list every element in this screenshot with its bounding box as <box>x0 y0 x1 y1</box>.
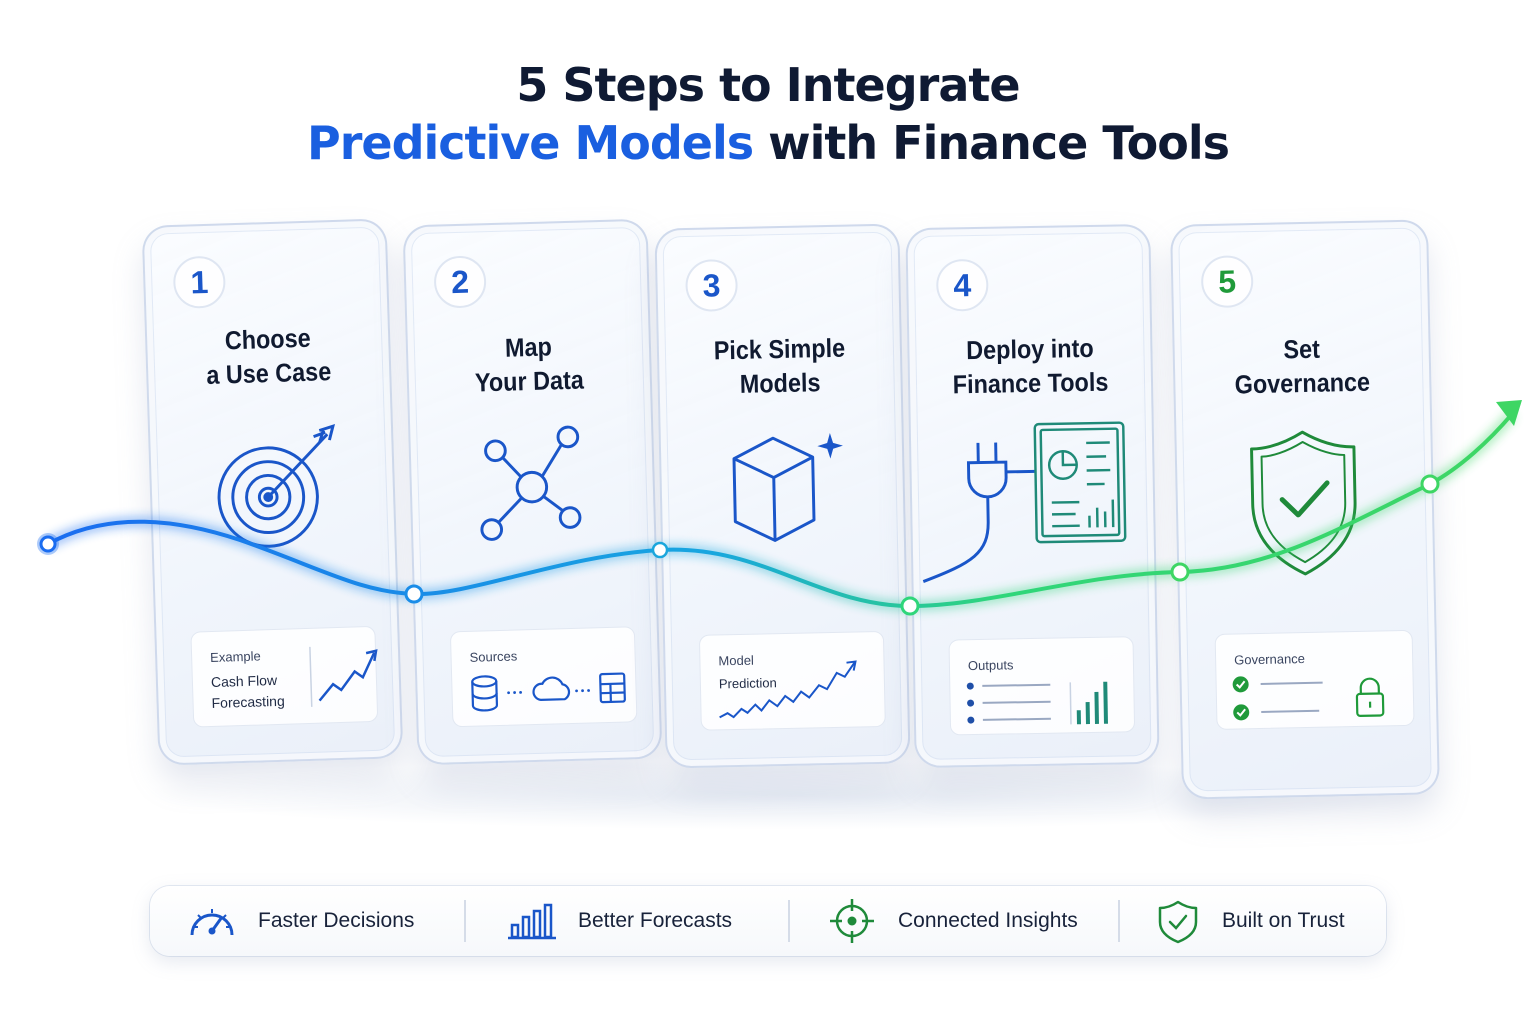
page-title-line-1: 5 Steps to Integrate <box>516 58 1020 112</box>
crosshair-icon <box>830 899 874 943</box>
shield-check-icon <box>1250 430 1357 576</box>
step-card-4: 4 Deploy into Finance Tools <box>905 223 1160 769</box>
page-title-rest: with Finance Tools <box>753 116 1230 170</box>
step-panel-5: Governance <box>1214 629 1415 730</box>
step-panel-4-label: Outputs <box>967 657 1014 674</box>
step-card-3: 3 Pick Simple Models Model Prediction <box>654 223 911 769</box>
step-panel-1-text: Cash Flow Forecasting <box>211 670 285 714</box>
cube-sparkle-icon <box>732 433 843 542</box>
step-panel-1-text-line-2: Forecasting <box>211 692 285 712</box>
data-sources-icons <box>471 672 626 712</box>
step-panel-2-label: Sources <box>469 648 518 665</box>
step-number-2: 2 <box>433 255 487 309</box>
benefit-built-on-trust: Built on Trust <box>1154 886 1345 956</box>
trend-up-chart-icon <box>309 646 378 707</box>
benefit-divider <box>464 900 466 942</box>
step-title-1: Choose a Use Case <box>168 319 369 393</box>
step-card-2: 2 Map Your Data Sources <box>402 218 663 766</box>
prediction-line-icon <box>719 660 857 719</box>
bar-chart-icon <box>508 903 556 940</box>
step-number-5: 5 <box>1200 255 1254 309</box>
step-title-4-line-2: Finance Tools <box>952 366 1109 400</box>
benefit-connected-insights-label: Connected Insights <box>898 909 1078 932</box>
benefit-better-forecasts: Better Forecasts <box>506 886 732 956</box>
step-title-2: Map Your Data <box>429 327 630 401</box>
step-panel-1: Example Cash Flow Forecasting <box>190 625 379 728</box>
benefit-divider <box>1118 900 1120 942</box>
plug-dashboard-icon <box>922 421 1127 583</box>
benefit-faster-decisions-label: Faster Decisions <box>258 909 415 932</box>
step-panel-2: Sources <box>449 626 638 728</box>
step-number-4: 4 <box>935 258 989 312</box>
benefit-better-forecasts-label: Better Forecasts <box>578 909 733 932</box>
step-panel-4: Outputs <box>948 636 1136 736</box>
benefit-built-on-trust-label: Built on Trust <box>1222 909 1345 932</box>
step-title-4-line-1: Deploy into <box>965 332 1094 366</box>
step-title-4: Deploy into Finance Tools <box>930 330 1130 401</box>
shield-check-icon <box>1158 900 1198 944</box>
step-card-5: 5 Set Governance Governance <box>1170 219 1440 800</box>
step-title-2-line-2: Your Data <box>474 364 585 398</box>
checklist-lock-icon <box>1232 676 1385 721</box>
step-title-5-line-2: Governance <box>1234 366 1371 400</box>
step-title-3: Pick Simple Models <box>680 330 880 402</box>
page-title-line-2: Predictive Models with Finance Tools <box>0 116 1536 170</box>
step-title-3-line-1: Pick Simple <box>713 332 846 366</box>
step-title-2-line-1: Map <box>504 331 553 363</box>
step-number-1: 1 <box>172 255 227 309</box>
step-number-3: 3 <box>685 258 739 312</box>
step-title-5: Set Governance <box>1196 330 1408 402</box>
step-title-1-line-2: a Use Case <box>205 356 332 391</box>
benefit-connected-insights: Connected Insights <box>826 886 1078 956</box>
benefit-divider <box>788 900 790 942</box>
step-title-3-line-2: Models <box>739 367 821 399</box>
step-panel-1-label: Example <box>209 648 261 666</box>
speedometer-icon <box>190 909 234 936</box>
network-nodes-icon <box>480 425 582 541</box>
target-arrow-icon <box>217 423 336 548</box>
benefit-faster-decisions: Faster Decisions <box>186 886 414 956</box>
step-panel-3: Model Prediction <box>698 630 886 731</box>
step-title-5-line-1: Set <box>1283 333 1321 365</box>
step-card-1: 1 Choose a Use Case Example Cash Flow Fo… <box>141 218 404 766</box>
list-bar-chart-icon <box>966 681 1108 725</box>
page-title-highlight: Predictive Models <box>306 116 754 170</box>
benefits-bar: Faster Decisions Better Forecasts <box>150 886 1386 956</box>
wave-arrowhead <box>1496 400 1522 426</box>
step-panel-1-text-line-1: Cash Flow <box>210 671 278 691</box>
step-panel-5-label: Governance <box>1233 651 1306 668</box>
